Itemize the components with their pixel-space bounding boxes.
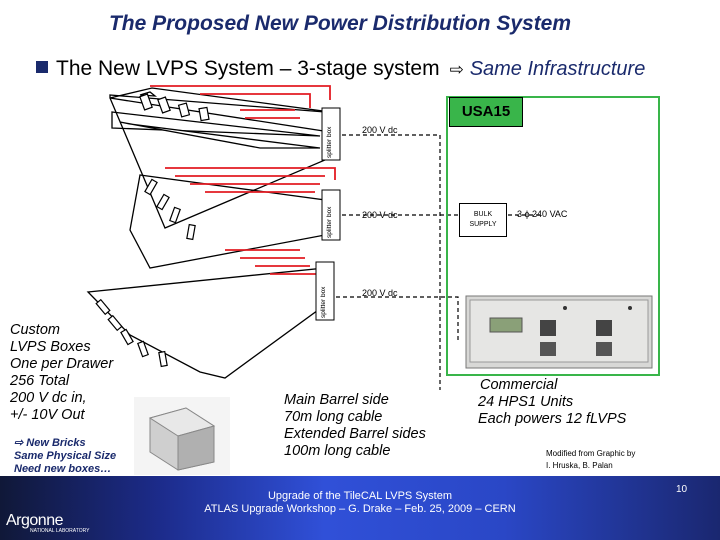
argonne-logo: Argonne [6,512,64,529]
barrel-cable-description: Main Barrel side 70m long cable Extended… [284,392,426,460]
footer-text: Upgrade of the TileCAL LVPS System ATLAS… [180,490,540,516]
splitter-box-bottom-label: splitter box [320,286,327,318]
drawer-fan-bottom [86,267,326,379]
arrow-right-icon: ⇨ [449,60,464,79]
credit-line: Modified from Graphic by [546,449,636,458]
barrel-line: Extended Barrel sides [284,426,426,442]
usa15-room [446,96,660,376]
splitter-box-middle-label: splitter box [326,206,333,238]
commercial-line: 24 HPS1 Units [478,394,574,410]
lvps-line: LVPS Boxes [10,339,91,355]
voltage-label-middle: 200 V dc [362,210,398,220]
dc-distribution-lines [336,134,459,390]
footer-line2: ATLAS Upgrade Workshop – G. Drake – Feb.… [204,503,516,515]
barrel-line: 100m long cable [284,443,391,459]
commercial-description: Commercial 24 HPS1 Units Each powers 12 … [478,377,626,428]
page-number: 10 [676,484,688,495]
commercial-line: Each powers 12 fLVPS [478,411,627,427]
drawer-notches [95,93,210,368]
cable-bundle [150,85,336,275]
ac-input-label: 3 ϕ 240 VAC [517,209,568,219]
lvps-line: 200 V dc in, [10,390,87,406]
credit-line: I. Hruska, B. Palan [546,461,613,470]
brick-photo [134,397,230,475]
barrel-line: 70m long cable [284,409,383,425]
splitter-box-top [321,107,341,161]
bullet-square-icon [36,61,48,73]
slide-title: The Proposed New Power Distribution Syst… [108,12,572,35]
commercial-line: Commercial [480,377,558,393]
barrel-line: Main Barrel side [284,392,389,408]
bricks-line: New Bricks [26,437,86,449]
drawer-fan-top [109,87,331,229]
splitter-box-bottom [315,261,335,321]
commercial-supply-photo [465,295,653,369]
drawer-fan-middle [129,174,326,269]
usa15-label: USA15 [449,97,523,127]
lvps-line: Custom [10,322,60,338]
bulk-supply-line1: BULK [473,211,493,218]
bricks-line: Same Physical Size [14,450,117,462]
splitter-box-middle [321,189,341,241]
lvps-line: One per Drawer [10,356,114,372]
footer-line1: Upgrade of the TileCAL LVPS System [267,490,453,502]
lvps-description: Custom LVPS Boxes One per Drawer 256 Tot… [10,322,113,424]
argonne-logo-subtitle: NATIONAL LABORATORY [30,528,90,534]
voltage-label-bottom: 200 V dc [362,288,398,298]
new-bricks-note: ⇨ New Bricks Same Physical Size Need new… [14,437,116,476]
footer-bar [0,476,720,540]
bulk-supply-line2: SUPPLY [469,221,497,228]
bullet-line: The New LVPS System – 3-stage system ⇨ Sa… [36,57,645,81]
power-distribution-diagram [86,85,660,475]
graphic-credit: Modified from Graphic by I. Hruska, B. P… [546,448,635,472]
bulk-supply-box: BULK SUPPLY [459,203,507,237]
bullet-text: The New LVPS System – 3-stage system [56,57,440,80]
lvps-line: 256 Total [10,373,70,389]
bricks-line: Need new boxes… [14,463,112,475]
voltage-label-top: 200 V dc [362,125,398,135]
lvps-line: +/- 10V Out [10,407,85,423]
splitter-box-top-label: splitter box [326,126,333,158]
same-infrastructure-label: Same Infrastructure [469,58,646,80]
arrow-right-icon: ⇨ [14,437,24,449]
